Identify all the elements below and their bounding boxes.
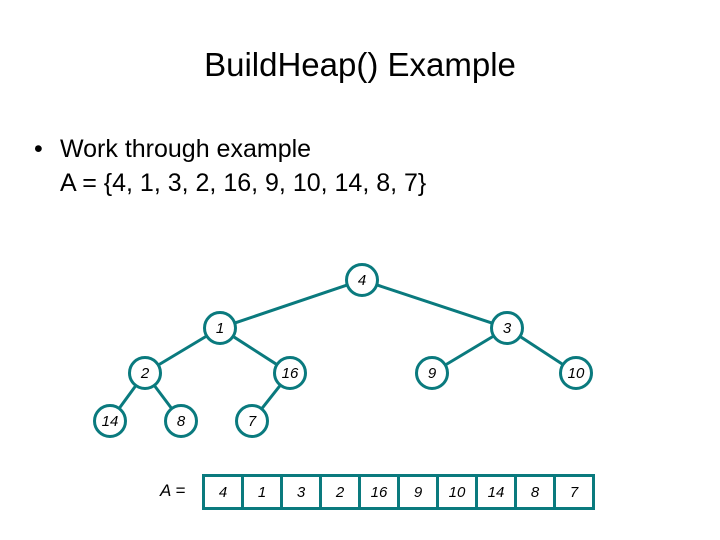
- bullet-list: • Work through example A = {4, 1, 3, 2, …: [34, 132, 694, 200]
- tree-edge: [376, 283, 493, 325]
- array-cell[interactable]: 9: [397, 474, 439, 510]
- bullet-line-1: Work through example: [60, 135, 312, 163]
- array-cell[interactable]: 2: [319, 474, 361, 510]
- bullet-line-2: A = {4, 1, 3, 2, 16, 9, 10, 14, 8, 7}: [60, 169, 427, 197]
- array-cell[interactable]: 1: [241, 474, 283, 510]
- heap-tree-diagram: 4 1 3 2 16 9 10 14 8 7: [0, 250, 720, 450]
- tree-edge: [261, 384, 281, 410]
- bullet-marker-icon: •: [34, 135, 43, 163]
- list-item: • Work through example: [34, 132, 694, 166]
- page-title: BuildHeap() Example: [204, 46, 516, 83]
- tree-node-label: 16: [281, 364, 299, 382]
- tree-node[interactable]: 2: [128, 356, 162, 390]
- tree-node[interactable]: 9: [415, 356, 449, 390]
- array-cell[interactable]: 7: [553, 474, 595, 510]
- tree-node-label: 1: [215, 319, 225, 337]
- tree-node-label: 3: [502, 319, 512, 337]
- tree-edge: [118, 385, 137, 409]
- tree-edge: [153, 385, 173, 409]
- tree-edge: [158, 335, 207, 366]
- tree-node[interactable]: 3: [490, 311, 524, 345]
- tree-edges: [118, 283, 564, 410]
- tree-node-label: 14: [101, 412, 119, 430]
- tree-node-label: 8: [176, 412, 186, 430]
- array-cell[interactable]: 4: [202, 474, 244, 510]
- tree-node-label: 7: [247, 412, 257, 430]
- tree-edge: [519, 335, 564, 366]
- array-cell[interactable]: 8: [514, 474, 556, 510]
- tree-node[interactable]: 8: [164, 404, 198, 438]
- tree-node-label: 9: [427, 364, 437, 382]
- tree-node-label: 10: [567, 364, 585, 382]
- tree-node-label: 4: [357, 271, 367, 289]
- tree-node[interactable]: 7: [235, 404, 269, 438]
- array-cell[interactable]: 16: [358, 474, 400, 510]
- tree-edge: [234, 283, 348, 325]
- tree-node[interactable]: 16: [273, 356, 307, 390]
- tree-node[interactable]: 14: [93, 404, 127, 438]
- tree-edge: [232, 335, 278, 366]
- tree-node[interactable]: 1: [203, 311, 237, 345]
- tree-edge: [445, 335, 494, 366]
- tree-node[interactable]: 10: [559, 356, 593, 390]
- tree-node[interactable]: 4: [345, 263, 379, 297]
- array-cell[interactable]: 10: [436, 474, 478, 510]
- tree-node-label: 2: [140, 364, 150, 382]
- array-cell[interactable]: 3: [280, 474, 322, 510]
- array-cell[interactable]: 14: [475, 474, 517, 510]
- array-label: A =: [160, 481, 186, 500]
